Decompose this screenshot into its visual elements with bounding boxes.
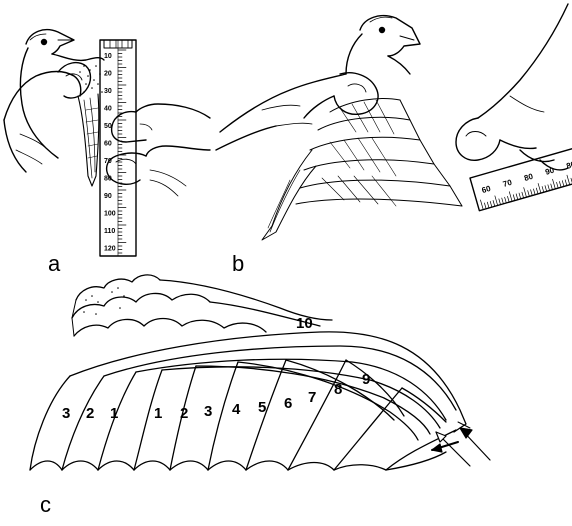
ruler-a-tick-label: 60 [104,141,112,148]
primary-label-4: 4 [232,401,241,418]
panel-c-wing-diagram: 3 2 1 1 2 3 4 5 6 7 8 9 10 [30,275,490,470]
primary-label-1: 1 [154,405,162,422]
bird-b [346,16,420,74]
primary-label-6: 6 [284,395,292,412]
measurement-arrows [432,422,490,466]
secondary-label-2: 2 [86,405,94,422]
right-hand-b [456,4,568,170]
ruler-a-tick-label: 40 [104,106,112,113]
ruler-a-tick-label: 50 [104,123,112,130]
panel-label-a: a [48,253,60,275]
primary-label-5: 5 [258,399,266,416]
left-hand-a [4,63,91,172]
panel-label-b: b [232,253,244,275]
ruler-a-tick-label: 10 [104,53,112,60]
ruler-a-tick-label: 120 [104,246,116,253]
ruler-a-tick-label: 30 [104,88,112,95]
ruler-b [470,145,572,211]
wing-coverts [72,275,332,336]
secondary-label-3: 3 [62,405,70,422]
primary-label-3: 3 [204,403,212,420]
ruler-a-tick-label: 100 [104,211,116,218]
spread-wing-b [262,99,462,241]
bird-a [20,30,104,158]
panel-label-c: c [40,494,51,516]
primary-label-10: 10 [296,315,313,332]
primary-label-9: 9 [362,371,370,388]
ruler-a-tick-label: 110 [104,228,115,235]
flight-feathers [30,332,466,470]
primary-label-7: 7 [308,389,316,406]
folded-wing-a [78,94,99,186]
primary-label-2: 2 [180,405,188,422]
ruler-a-tick-label: 20 [104,71,112,78]
secondary-label-1: 1 [110,405,118,422]
primary-label-8: 8 [334,381,342,398]
ruler-a-tick-label: 90 [104,193,112,200]
feather-number-labels: 3 2 1 1 2 3 4 5 6 7 8 9 10 [62,315,370,422]
